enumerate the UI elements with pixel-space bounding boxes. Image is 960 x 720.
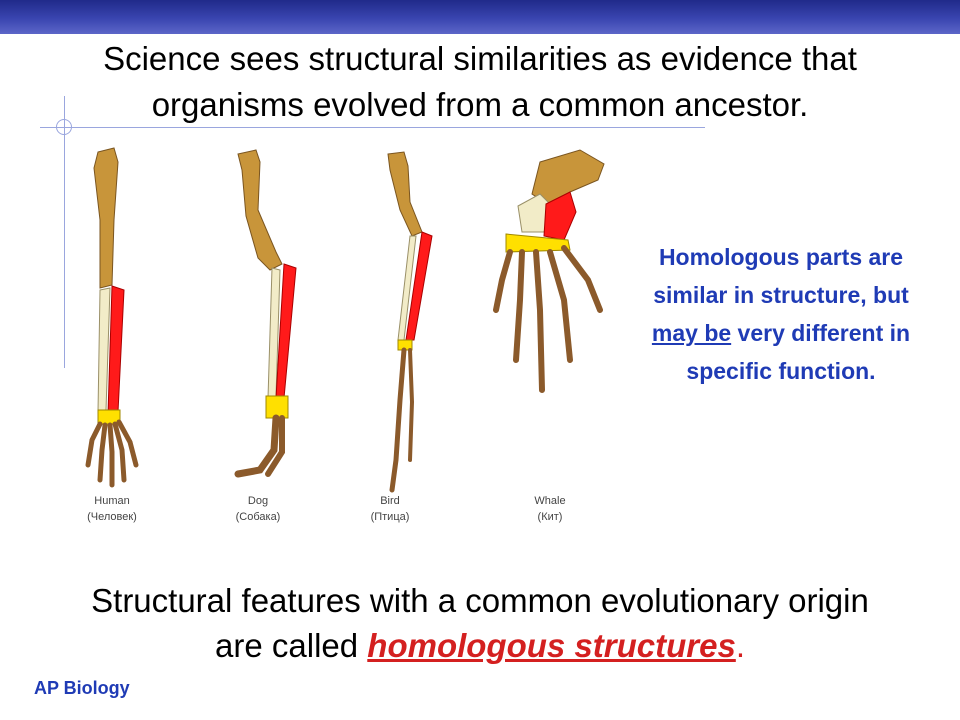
bottom-suffix: .: [735, 627, 745, 664]
label-whale: Whale: [534, 495, 565, 507]
bottom-line1: Structural features with a common evolut…: [91, 582, 869, 619]
bottom-line2: are called homologous structures.: [20, 623, 940, 668]
guide-circle: [56, 119, 72, 135]
label-bird: Bird: [380, 495, 400, 507]
whale-flipper: [493, 149, 605, 393]
bottom-prefix: are called: [215, 627, 368, 664]
slide-title-line2: organisms evolved from a common ancestor…: [151, 86, 809, 123]
label-human-native: (Человек): [87, 511, 137, 523]
note-emphasis: may be: [651, 320, 732, 346]
note-part2: very different in specific function.: [686, 320, 911, 384]
homologous-note: Homologous parts are similar in structur…: [640, 238, 922, 390]
guide-line-horizontal: [40, 127, 705, 128]
human-arm: [85, 147, 139, 488]
label-dog-native: (Собака): [236, 511, 281, 523]
note-part1: Homologous parts are similar in structur…: [653, 244, 909, 308]
label-whale-native: (Кит): [538, 511, 563, 523]
slide-title: Science sees structural similarities as …: [20, 36, 940, 128]
footer-label: AP Biology: [34, 678, 130, 698]
guide-line-vertical: [64, 96, 65, 368]
bottom-statement: Structural features with a common evolut…: [20, 578, 940, 668]
label-human: Human: [94, 495, 129, 507]
highlight-term: homologous structures: [367, 627, 736, 664]
label-bird-native: (Птица): [371, 511, 410, 523]
slide-title-line1: Science sees structural similarities as …: [103, 40, 857, 77]
homologous-limbs-figure: Human (Человек) Dog (Собака) Bird (Птица…: [85, 147, 605, 523]
dog-leg: [234, 149, 297, 478]
title-bar: [0, 0, 960, 34]
bird-wing: [387, 151, 433, 493]
label-dog: Dog: [248, 495, 268, 507]
